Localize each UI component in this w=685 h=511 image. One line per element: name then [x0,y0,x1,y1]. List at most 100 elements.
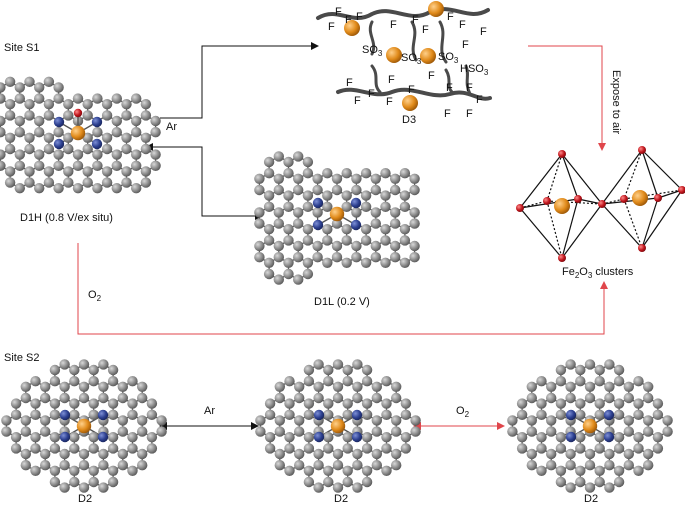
expose-to-air-label: Expose to air [610,70,622,134]
carbon-atom [351,241,361,251]
carbon-atom [304,443,314,453]
carbon-atom [284,432,294,442]
carbon-atom [92,127,102,137]
carbon-atom [362,443,372,453]
carbon-atom [50,477,60,487]
carbon-atom [341,190,351,200]
o2-left-sub: 2 [97,294,101,303]
carbon-atom [304,477,314,487]
carbon-atom [594,398,604,408]
carbon-atom [40,426,50,436]
carbon-atom [643,449,653,459]
carbon-atom [73,93,83,103]
carbon-atom [275,426,285,436]
carbon-atom [73,161,83,171]
fluorine-label: F [356,11,363,23]
carbon-atom [274,218,284,228]
carbon-atom [50,376,60,386]
iron-particle [428,1,444,17]
molecule-d2-middle [255,359,421,493]
carbon-atom [50,432,60,442]
d3-label: D3 [402,114,416,126]
arrow-d3-to-fe2o3 [528,46,602,150]
carbon-atom [313,449,323,459]
carbon-atom [88,466,98,476]
carbon-atom [137,382,147,392]
carbon-atom [624,393,634,403]
carbon-atom [507,415,517,425]
carbon-atom [15,82,25,92]
carbon-atom [141,144,151,154]
cluster-edge [562,204,602,258]
carbon-atom [255,415,265,425]
fluorine-label: F [444,108,451,120]
carbon-atom [40,382,50,392]
carbon-atom [304,365,314,375]
fe2o3-sub-3: 3 [588,271,592,280]
carbon-atom [98,393,108,403]
carbon-atom [82,144,92,154]
carbon-atom [0,149,6,159]
carbon-atom [352,482,362,492]
carbon-atom [275,449,285,459]
carbon-atom [88,398,98,408]
carbon-atom [575,443,585,453]
so3-label: SO3 [438,51,458,64]
carbon-atom [24,166,34,176]
carbon-atom [313,460,323,470]
carbon-atom [614,432,624,442]
carbon-atom [118,393,128,403]
oxygen-atom [558,150,566,158]
cluster-edge [602,198,658,204]
carbon-atom [546,415,556,425]
carbon-atom [53,82,63,92]
carbon-atom [40,460,50,470]
carbon-atom [5,77,15,87]
carbon-atom [5,177,15,187]
carbon-atom [323,432,333,442]
carbon-atom [274,274,284,284]
carbon-atom [517,410,527,420]
iron-atom [71,126,85,140]
carbon-atom [352,449,362,459]
carbon-atom [332,241,342,251]
carbon-atom [102,144,112,154]
carbon-atom [401,398,411,408]
fluorine-label: F [462,39,469,51]
carbon-atom [108,477,118,487]
carbon-atom [274,174,284,184]
fluorine-label: F [459,19,466,31]
carbon-atom [556,398,566,408]
carbon-atom [102,99,112,109]
cluster-edge [562,154,578,199]
carbon-atom [604,393,614,403]
carbon-atom [121,166,131,176]
carbon-atom [341,258,351,268]
carbon-atom [5,166,15,176]
carbon-atom [333,460,343,470]
carbon-atom [92,183,102,193]
cluster-edge-dashed [624,199,642,248]
carbon-atom [44,99,54,109]
carbon-atom [108,398,118,408]
carbon-atom [585,482,595,492]
carbon-atom [156,415,166,425]
carbon-atom [127,443,137,453]
carbon-atom [536,466,546,476]
fluorine-label: F [354,95,361,107]
carbon-atom [141,99,151,109]
carbon-atom [322,224,332,234]
carbon-atom [303,190,313,200]
carbon-atom [5,133,15,143]
carbon-atom [409,241,419,251]
carbon-atom [390,174,400,184]
carbon-atom [284,466,294,476]
oxygen-atom [638,244,646,252]
carbon-atom [527,415,537,425]
carbon-atom [131,93,141,103]
carbon-atom [147,443,157,453]
polymer-backbone-top [318,9,488,18]
carbon-atom [304,432,314,442]
fluorine-label: F [390,19,397,31]
carbon-atom [283,157,293,167]
